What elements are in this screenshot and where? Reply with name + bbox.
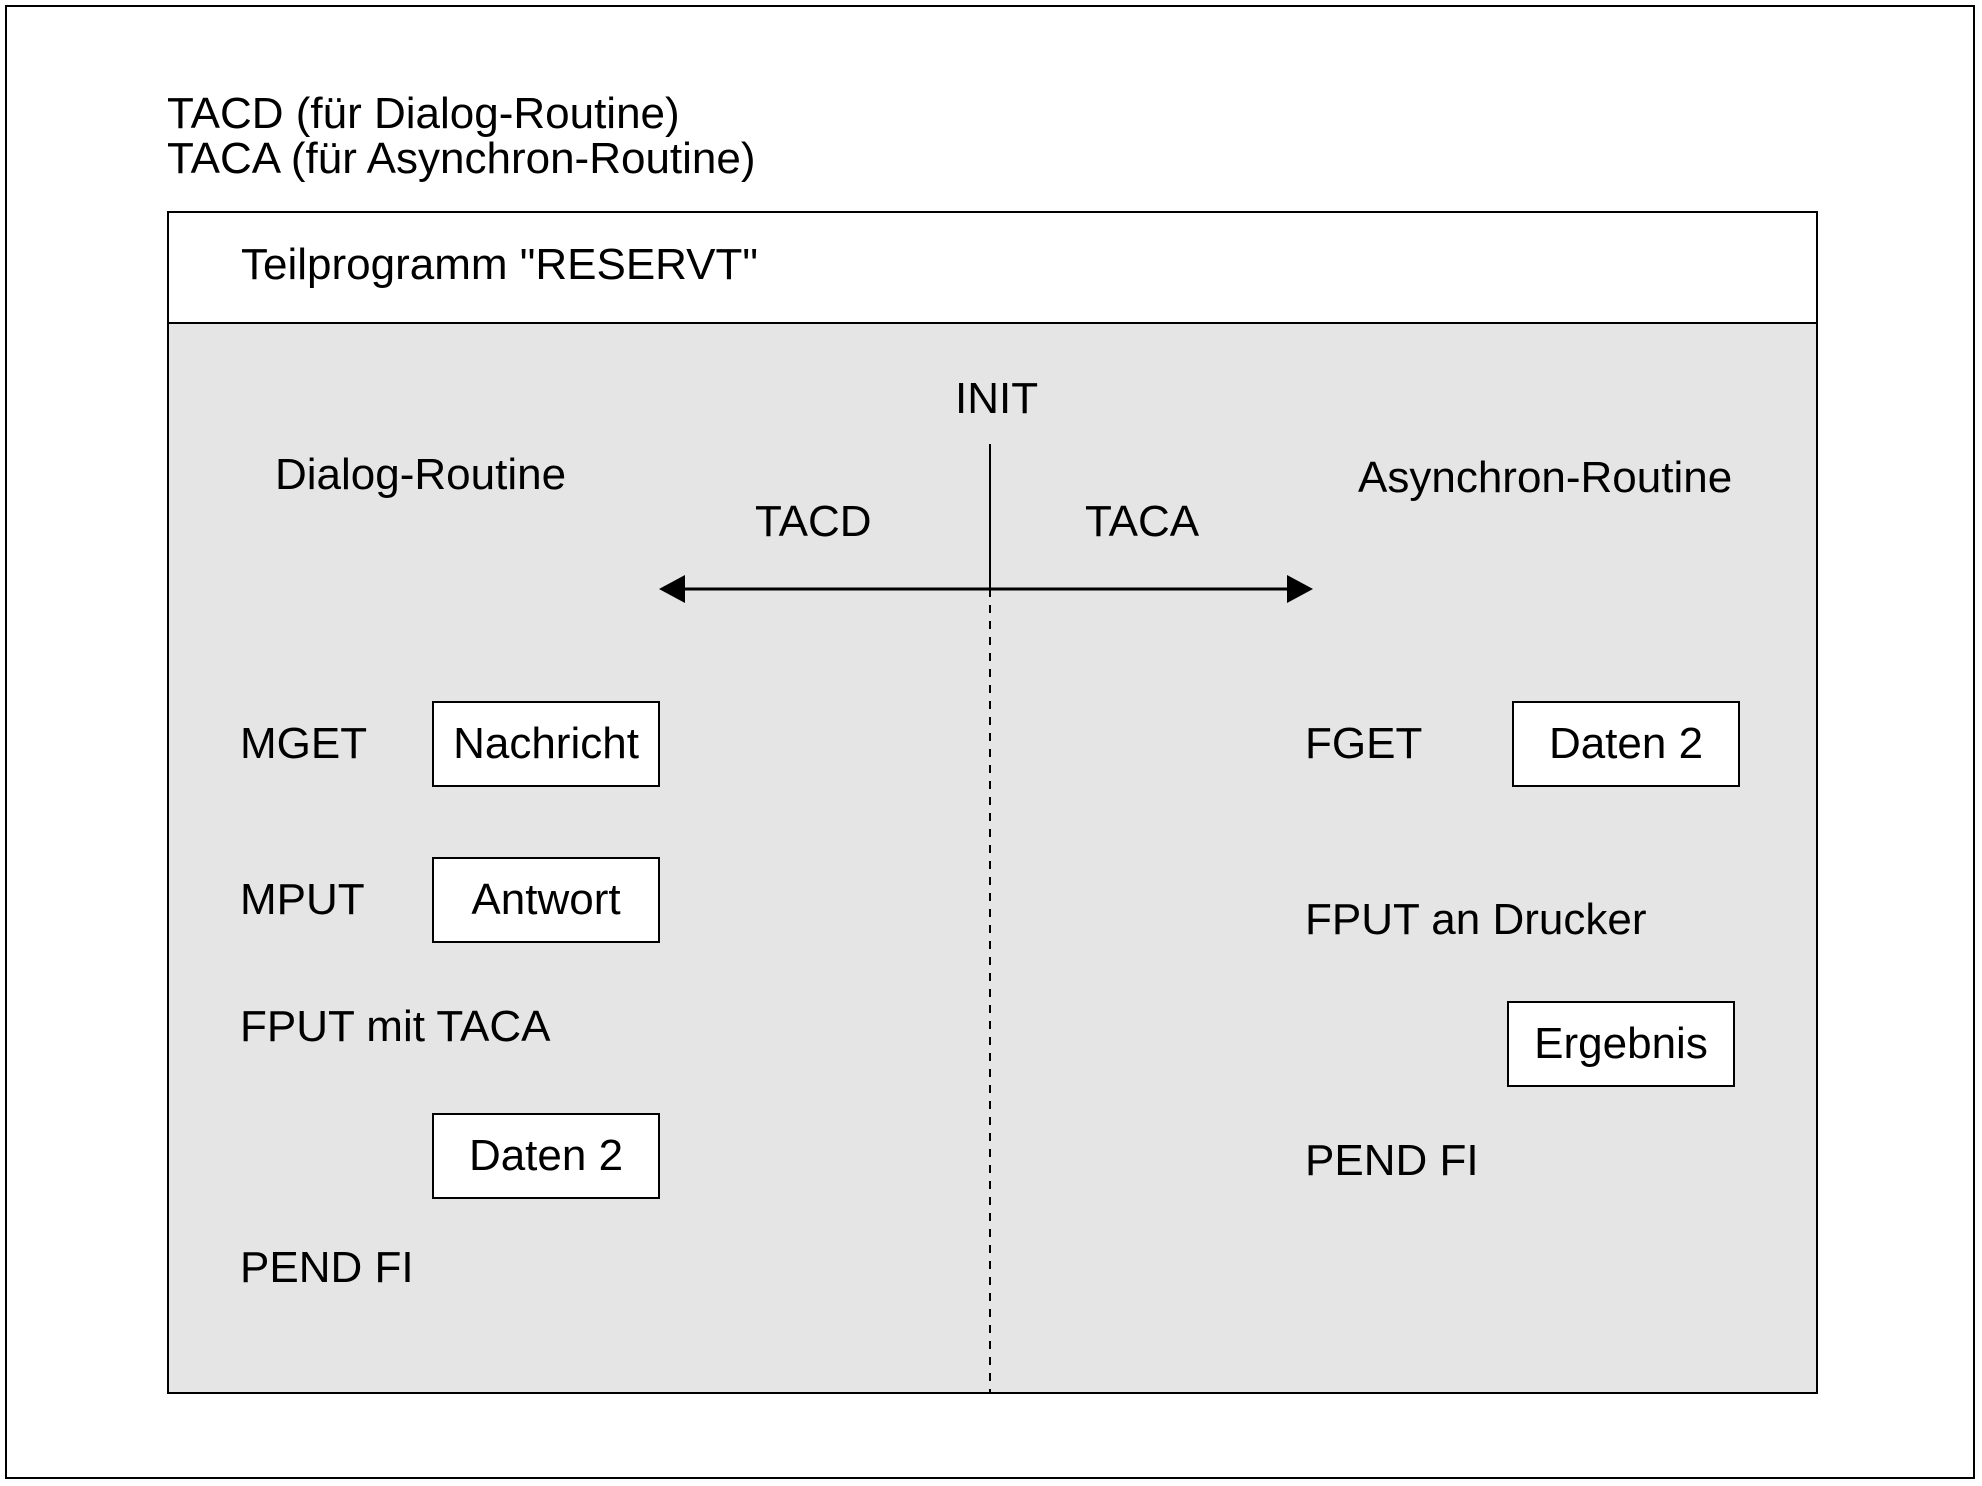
outer-frame [5, 5, 1975, 1479]
fput-an-drucker-label: FPUT an Drucker [1305, 895, 1647, 944]
tacd-branch-label: TACD [755, 497, 872, 546]
asynchron-routine-title: Asynchron-Routine [1358, 453, 1733, 502]
heading-tacd: TACD (für Dialog-Routine) [167, 89, 680, 138]
heading-taca: TACA (für Asynchron-Routine) [167, 134, 756, 183]
daten2-async-box: Daten 2 [1512, 701, 1740, 787]
nachricht-box: Nachricht [432, 701, 660, 787]
pend-fi-async-label: PEND FI [1305, 1136, 1479, 1185]
pend-fi-dialog-label: PEND FI [240, 1243, 414, 1292]
dialog-routine-title: Dialog-Routine [275, 450, 567, 499]
init-label: INIT [955, 374, 1039, 423]
fput-mit-taca-label: FPUT mit TACA [240, 1002, 551, 1051]
mput-label: MPUT [240, 875, 365, 924]
ergebnis-box: Ergebnis [1507, 1001, 1735, 1087]
daten2-dialog-box: Daten 2 [432, 1113, 660, 1199]
fget-label: FGET [1305, 719, 1423, 768]
program-box: Teilprogramm "RESERVT" [167, 211, 1818, 1394]
antwort-box: Antwort [432, 857, 660, 943]
arrowhead-left [659, 575, 685, 603]
program-header: Teilprogramm "RESERVT" [169, 213, 1816, 324]
taca-branch-label: TACA [1085, 497, 1200, 546]
arrowhead-right [1287, 575, 1313, 603]
program-title: Teilprogramm "RESERVT" [241, 240, 758, 289]
mget-label: MGET [240, 719, 368, 768]
